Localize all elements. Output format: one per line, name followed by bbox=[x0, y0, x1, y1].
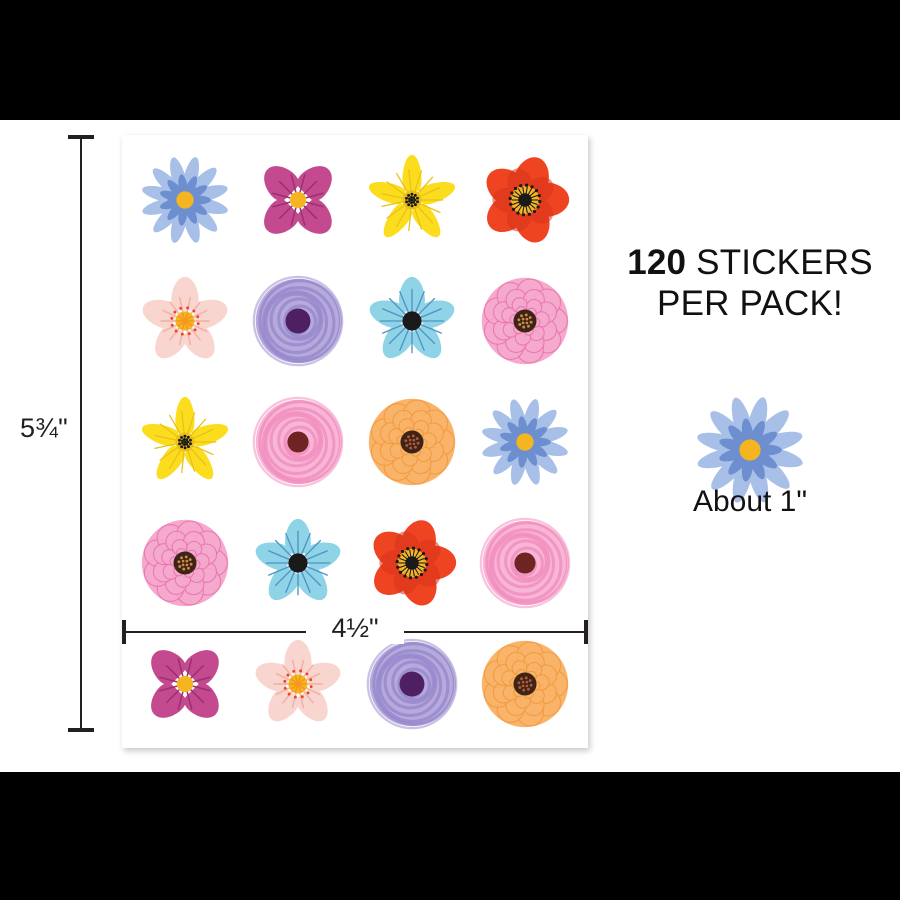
sample-sticker-blue-daisy bbox=[660, 385, 840, 515]
sticker-pale-pink-cosmos[interactable] bbox=[242, 623, 356, 744]
height-dimension-cap-bottom bbox=[68, 728, 94, 732]
sticker-red-poppy[interactable] bbox=[355, 502, 469, 623]
product-image-canvas: 5¾" 4½" 120 STICKERS PER PACK! About 1" bbox=[0, 120, 900, 772]
sticker-sky-blue-five-petal[interactable] bbox=[242, 502, 356, 623]
sticker-count-number: 120 bbox=[627, 243, 687, 282]
width-dimension-line-right bbox=[404, 631, 588, 633]
sticker-pale-pink-cosmos[interactable] bbox=[128, 260, 242, 381]
height-dimension-line bbox=[80, 135, 82, 732]
sticker-count-headline: 120 STICKERS PER PACK! bbox=[610, 243, 890, 325]
sheet-height-label: 5¾" bbox=[12, 410, 76, 447]
sheet-width-label: 4½" bbox=[306, 613, 404, 644]
sticker-magenta-four-petal[interactable] bbox=[128, 623, 242, 744]
width-dimension-line-left bbox=[122, 631, 306, 633]
sticker-peach-rose[interactable] bbox=[355, 381, 469, 502]
sticker-sheet[interactable] bbox=[122, 135, 588, 748]
sticker-peach-rose[interactable] bbox=[469, 623, 583, 744]
height-dimension-cap-top bbox=[68, 135, 94, 139]
sample-size-label: About 1" bbox=[692, 485, 808, 518]
sticker-blue-daisy[interactable] bbox=[128, 139, 242, 260]
sticker-pink-swirl-rose[interactable] bbox=[242, 381, 356, 502]
sticker-count-line2: PER PACK! bbox=[657, 283, 843, 323]
sticker-purple-ranunculus[interactable] bbox=[242, 260, 356, 381]
sticker-magenta-four-petal[interactable] bbox=[242, 139, 356, 260]
sticker-blue-daisy[interactable] bbox=[469, 381, 583, 502]
width-dimension-cap-left bbox=[122, 620, 126, 644]
sticker-sky-blue-five-petal[interactable] bbox=[355, 260, 469, 381]
sticker-pink-swirl-rose[interactable] bbox=[469, 502, 583, 623]
sticker-grid bbox=[122, 135, 588, 748]
sticker-pink-ranunculus[interactable] bbox=[469, 260, 583, 381]
sticker-purple-ranunculus[interactable] bbox=[355, 623, 469, 744]
sticker-yellow-star-flower[interactable] bbox=[128, 381, 242, 502]
sticker-count-word: STICKERS bbox=[686, 243, 873, 282]
width-dimension-cap-right bbox=[584, 620, 588, 644]
sticker-yellow-star-flower[interactable] bbox=[355, 139, 469, 260]
sticker-red-poppy[interactable] bbox=[469, 139, 583, 260]
sticker-pink-ranunculus[interactable] bbox=[128, 502, 242, 623]
